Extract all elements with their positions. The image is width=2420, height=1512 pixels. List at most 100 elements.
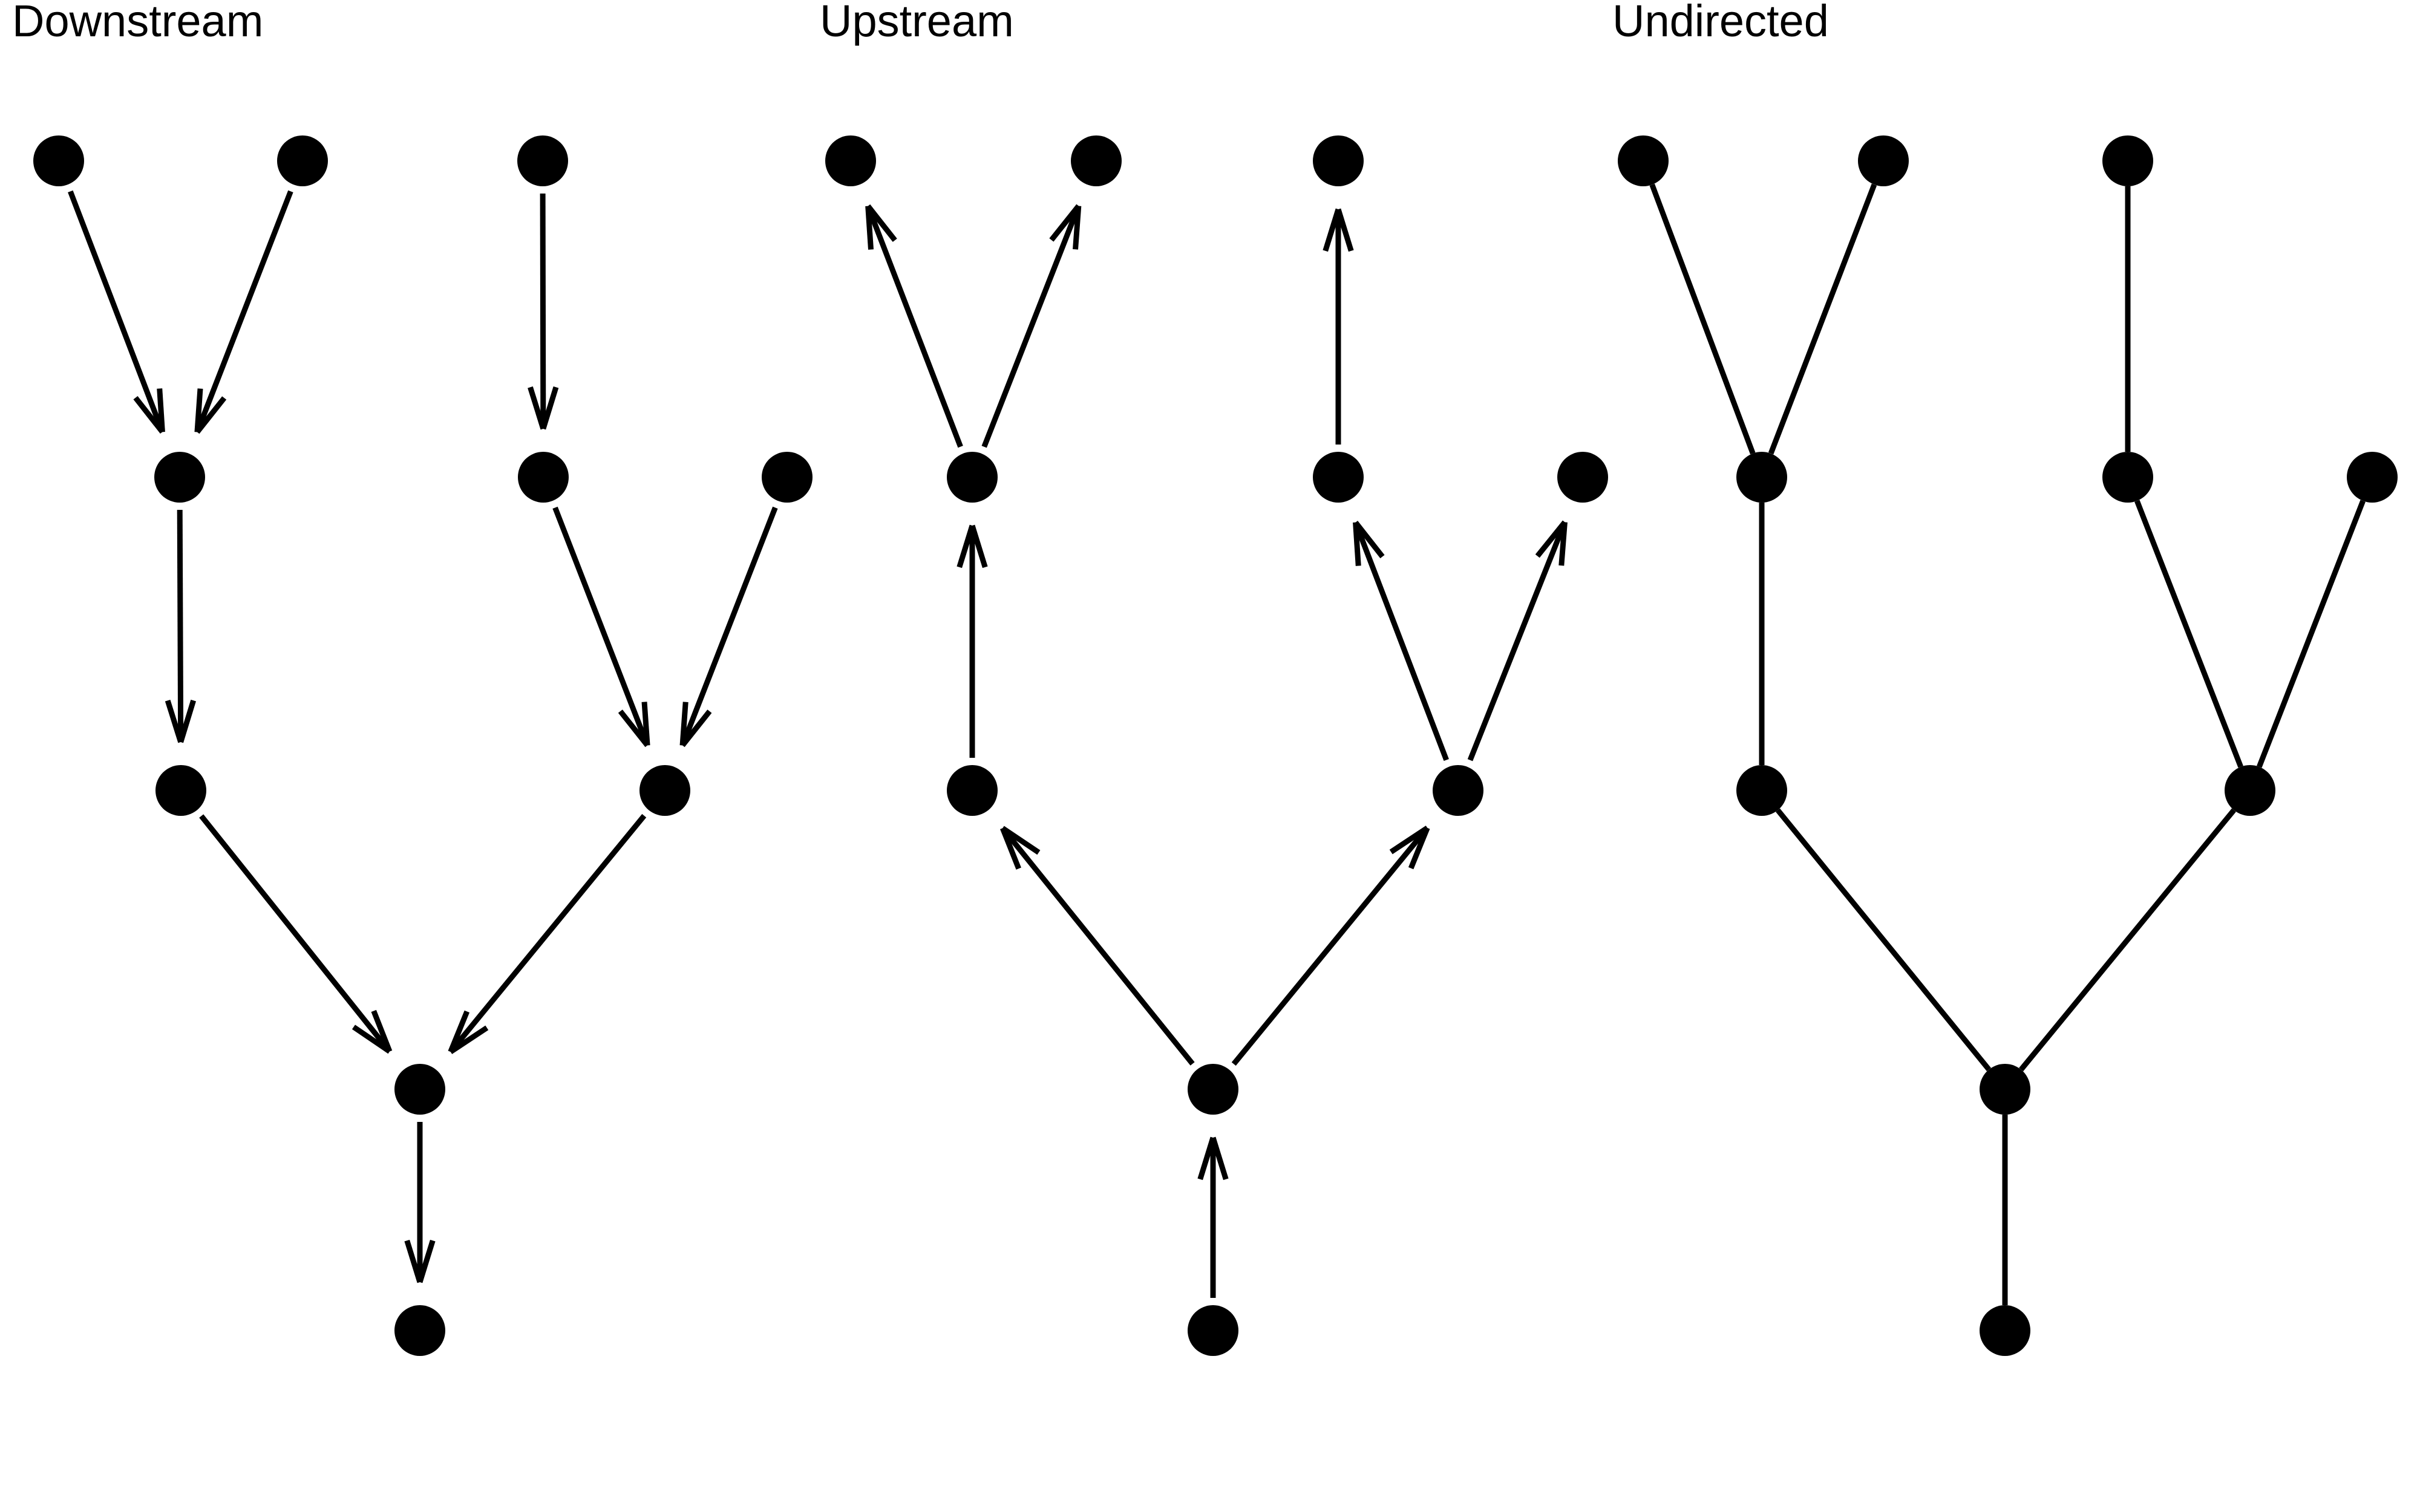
edges-layer [68,183,2366,1305]
graph-node[interactable] [1858,135,1909,186]
graph-edge [865,204,963,448]
arrowhead-icon [528,386,559,430]
edge-line [199,814,392,1054]
edge-line [552,506,650,747]
arrowhead-icon [618,702,650,748]
graph-edge [68,190,165,434]
panel-title-upstream: Upstream [820,0,1014,46]
arrowhead-barb [157,388,165,432]
edge-line [865,205,963,448]
arrowhead-barb [352,1025,391,1054]
edge-line [1353,521,1449,761]
arrowhead-barb [1408,827,1430,870]
graph-node[interactable] [1433,765,1483,816]
graph-edge [194,190,293,434]
arrowhead-barb [528,386,546,430]
graph-node[interactable] [639,765,690,816]
graph-edge [1000,826,1195,1066]
edge-line [2019,808,2236,1072]
graph-node[interactable] [394,1064,445,1115]
graph-node[interactable] [1736,452,1787,503]
graph-node[interactable] [1736,765,1787,816]
arrowhead-barb [165,699,183,743]
graph-node[interactable] [2102,452,2153,503]
arrowhead-icon [1323,208,1354,252]
arrowhead-barb [448,1010,470,1053]
arrowhead-barb [1353,520,1385,559]
graph-node[interactable] [1071,135,1122,186]
edge-line [1768,183,1877,455]
arrowhead-barb [680,709,712,748]
arrowhead-icon [1197,1136,1229,1181]
graph-node[interactable] [1313,452,1364,503]
arrowhead-barb [1335,208,1354,252]
arrowhead-barb [1000,827,1021,870]
graph-node[interactable] [947,765,998,816]
arrowhead-barb [1073,206,1082,250]
graph-edge [957,524,988,758]
nodes-layer [33,135,2398,1356]
arrowhead-barb [133,396,165,434]
graph-edge [2134,500,2243,768]
edge-line [1776,808,1991,1072]
graph-edge [165,509,197,743]
arrowhead-barb [1001,826,1041,855]
graph-node[interactable] [825,135,876,186]
graph-node[interactable] [155,765,206,816]
graph-edge [1353,520,1449,761]
arrowhead-barb [540,386,559,430]
arrowhead-barb [178,699,197,743]
graph-node[interactable] [1313,135,1364,186]
graph-edge [2019,808,2236,1072]
arrowhead-barb [417,1239,436,1283]
graph-node[interactable] [394,1305,445,1356]
edge-line [194,190,293,434]
graph-node[interactable] [1188,1064,1238,1115]
graph-node[interactable] [517,135,568,186]
edge-line [679,506,778,747]
arrowhead-icon [1049,204,1082,250]
graph-node[interactable] [1980,1305,2030,1356]
arrowhead-barb [404,1239,423,1283]
arrowhead-icon [1000,826,1041,870]
graph-edge [1649,183,1756,455]
edge-line [68,190,165,433]
panel-title-downstream: Downstream [12,0,263,46]
arrowhead-icon [352,1009,393,1054]
edge-line [1231,826,1430,1066]
graph-node[interactable] [33,135,84,186]
graph-node[interactable] [2102,135,2153,186]
graph-node[interactable] [1557,452,1608,503]
arrowhead-barb [1353,522,1361,566]
arrowhead-barb [1049,204,1081,242]
arrowhead-barb [194,388,203,432]
arrowhead-icon [1389,826,1430,870]
graph-node[interactable] [2347,452,2398,503]
arrowhead-barb [866,204,897,243]
edge-line [1000,826,1195,1066]
graph-node[interactable] [1980,1064,2030,1115]
graph-node[interactable] [277,135,328,186]
graph-node[interactable] [518,452,569,503]
arrowhead-barb [1389,826,1429,855]
edge-line [1649,183,1756,455]
graph-node[interactable] [1188,1305,1238,1356]
graph-node[interactable] [762,452,813,503]
graph-node[interactable] [2225,765,2275,816]
arrowhead-icon [165,699,197,743]
graph-node[interactable] [1618,135,1669,186]
edge-line [448,813,647,1054]
graph-node[interactable] [154,452,205,503]
graph-edge [404,1122,436,1283]
graph-edge [528,193,559,430]
graph-edge [1197,1136,1229,1298]
graph-edge [1467,520,1568,761]
arrowhead-icon [1535,520,1568,566]
graph-edge [1323,208,1354,445]
edge-line [2134,500,2243,768]
arrowhead-barb [195,396,227,434]
graph-node[interactable] [947,452,998,503]
